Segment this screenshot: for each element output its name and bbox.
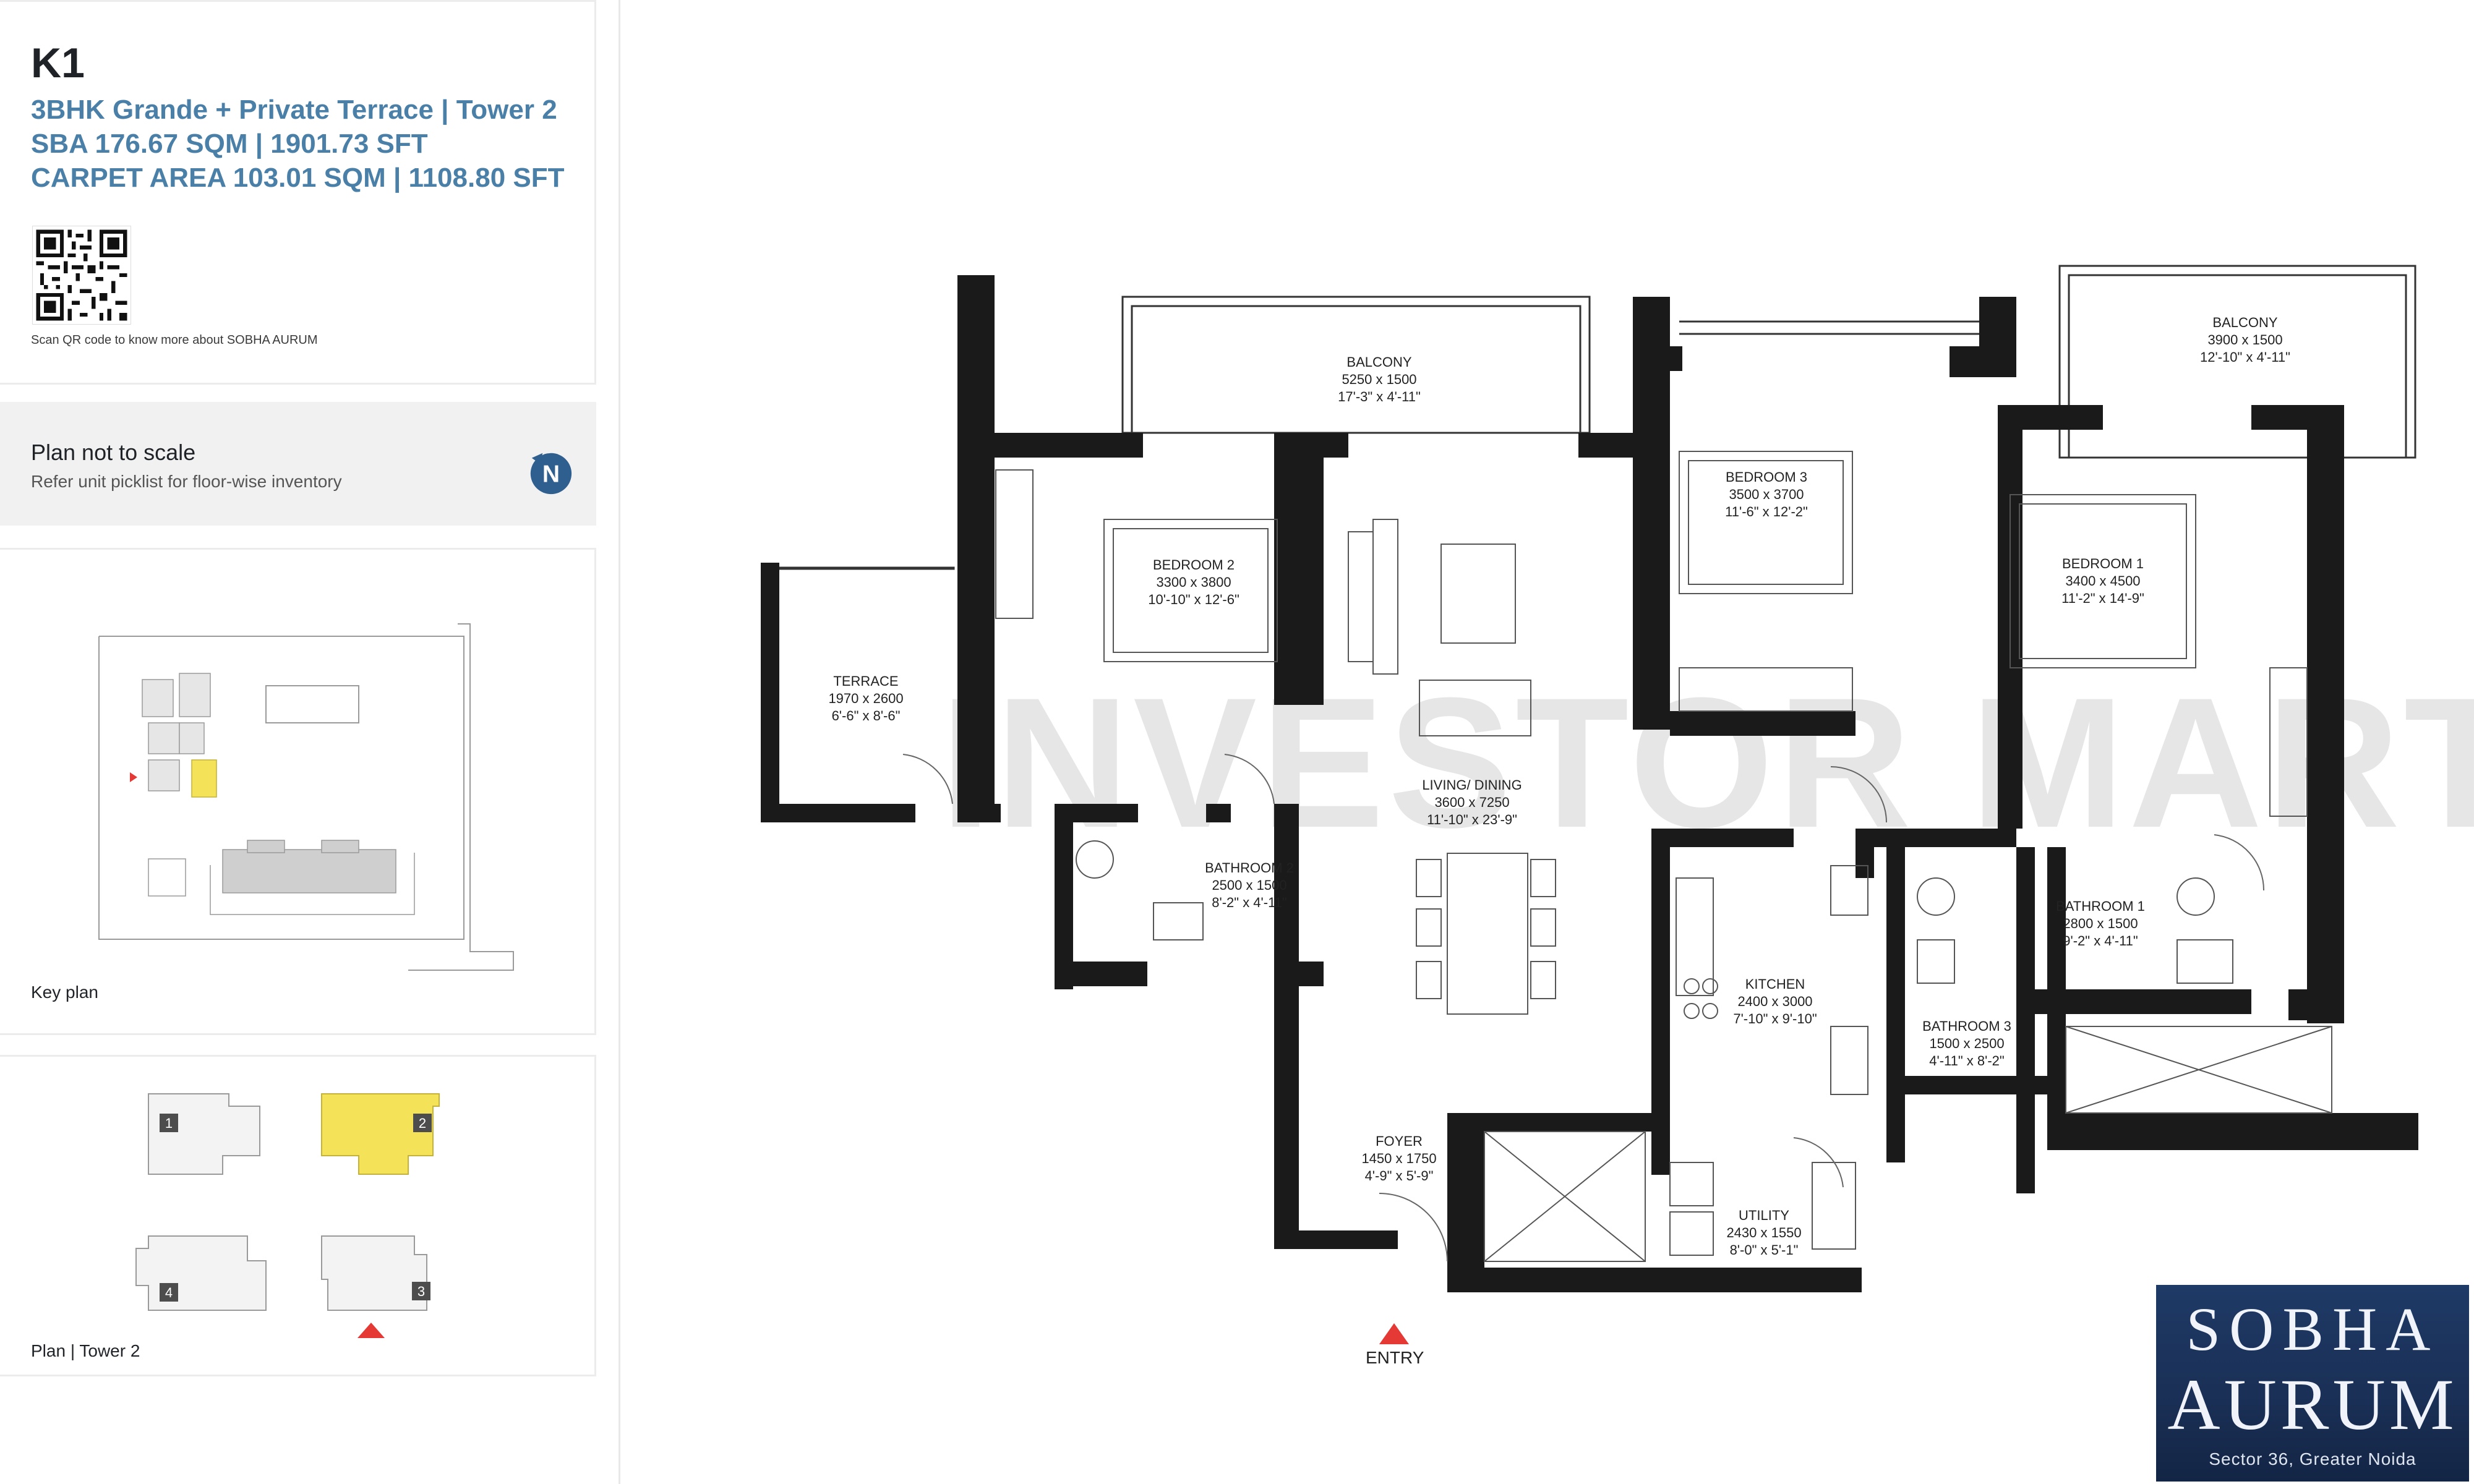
room-bathroom-1: BATHROOM 1 2800 x 1500 9'-2" x 4'-11" <box>2056 898 2145 949</box>
dryer <box>1669 1211 1714 1256</box>
key-plan-label: Key plan <box>31 983 98 1002</box>
key-marker-icon <box>130 772 137 782</box>
scale-note-title: Plan not to scale <box>31 440 196 465</box>
entry-label: ENTRY <box>1366 1348 1424 1367</box>
unit-header-card: K1 3BHK Grande + Private Terrace | Tower… <box>0 0 596 385</box>
room-bathroom-3: BATHROOM 3 1500 x 2500 4'-11" x 8'-2" <box>1922 1018 2011 1068</box>
key-lower-towers <box>222 840 396 893</box>
room-balcony-a: BALCONY 5250 x 1500 17'-3" x 4'-11" <box>1338 354 1421 404</box>
floor-plan <box>761 265 2418 1292</box>
balcony-outlines <box>767 265 2416 570</box>
dining-table <box>1447 853 1528 1015</box>
tower-badge-4: 4 <box>165 1285 173 1300</box>
brand-name-line-1: SOBHA <box>2186 1295 2439 1363</box>
counter-kitchen <box>1676 877 1714 996</box>
bed-3 <box>1679 451 1853 594</box>
info-sidebar: K1 3BHK Grande + Private Terrace | Tower… <box>0 0 620 1484</box>
room-utility: UTILITY 2430 x 1550 8'-0" x 5'-1" <box>1726 1208 1802 1258</box>
wc-2 <box>1076 840 1114 879</box>
bed-1 <box>2010 494 2196 668</box>
tower-entry-marker-icon <box>357 1323 385 1338</box>
entry-marker-icon <box>1379 1323 1409 1344</box>
room-terrace: TERRACE 1970 x 2600 6'-6" x 8'-6" <box>828 673 904 723</box>
tower-badge-3: 3 <box>417 1284 425 1299</box>
tower-plan-label: Plan | Tower 2 <box>31 1341 140 1360</box>
basin-2 <box>1153 902 1204 940</box>
basin-1 <box>2177 939 2233 984</box>
room-foyer: FOYER 1450 x 1750 4'-9" x 5'-9" <box>1361 1133 1437 1183</box>
brand-location: Sector 36, Greater Noida <box>2209 1449 2416 1469</box>
unit-code: K1 <box>31 40 85 87</box>
sink-kitchen <box>1830 1026 1868 1095</box>
tower-unit-1 <box>148 1093 260 1175</box>
key-plan-diagram <box>98 623 514 971</box>
sba-area: SBA 176.67 SQM | 1901.73 SFT <box>31 129 428 159</box>
unit-badges: 1 2 3 4 <box>160 1114 432 1302</box>
room-bedroom-2: BEDROOM 2 3300 x 3800 10'-10" x 12'-6" <box>1148 557 1239 607</box>
wc-1 <box>2177 877 2215 916</box>
tower-badge-1: 1 <box>165 1115 173 1131</box>
tower-unit-2 <box>321 1093 440 1175</box>
room-bedroom-1: BEDROOM 1 3400 x 4500 11'-2" x 14'-9" <box>2061 556 2144 606</box>
wc-3 <box>1917 877 1955 916</box>
room-living-dining: LIVING/ DINING 3600 x 7250 11'-10" x 23'… <box>1422 777 1522 827</box>
qr-caption: Scan QR code to know more about SOBHA AU… <box>31 333 318 347</box>
wardrobe-1 <box>2269 667 2308 817</box>
key-tower-cluster <box>142 673 217 798</box>
tower-unit-4 <box>135 1235 267 1311</box>
scale-note-subtitle: Refer unit picklist for floor-wise inven… <box>31 472 342 491</box>
utility-sink <box>1812 1162 1856 1250</box>
door-swings <box>902 754 2265 1262</box>
scale-note-card: Plan not to scale Refer unit picklist fo… <box>0 402 596 526</box>
fridge <box>1830 865 1868 916</box>
fixtures <box>995 451 2308 1256</box>
wardrobe-2 <box>995 469 1034 619</box>
coffee-table <box>1440 544 1516 644</box>
room-bedroom-3: BEDROOM 3 3500 x 3700 11'-6" x 12'-2" <box>1725 469 1808 519</box>
wardrobe-3 <box>1679 667 1853 712</box>
carpet-area: CARPET AREA 103.01 SQM | 1108.80 SFT <box>31 163 565 193</box>
tower-badge-2: 2 <box>419 1115 426 1131</box>
qr-code-icon[interactable] <box>32 226 131 325</box>
unit-type: 3BHK Grande + Private Terrace | Tower 2 <box>31 95 557 125</box>
bed-2 <box>1103 519 1278 662</box>
armchair <box>1419 680 1531 736</box>
tower-unit-3 <box>321 1235 427 1311</box>
room-balcony-b: BALCONY 3900 x 1500 12'-10" x 4'-11" <box>2200 315 2290 365</box>
key-plan-card: Key plan <box>0 548 596 1035</box>
brand-name-line-2: AURUM <box>2167 1364 2458 1445</box>
room-bathroom-2: BATHROOM 2 2500 x 1500 8'-2" x 4'-11" <box>1205 860 1294 910</box>
room-kitchen: KITCHEN 2400 x 3000 7'-10" x 9'-10" <box>1733 976 1817 1026</box>
key-building-block <box>265 685 359 723</box>
tower-plan-diagram: 1 2 3 4 <box>135 1093 440 1338</box>
tower-plan-card: 1 2 3 4 Plan | Tower 2 <box>0 1055 596 1376</box>
washer <box>1669 1162 1714 1206</box>
walls <box>761 275 2418 1292</box>
brand-logo: SOBHA AURUM Sector 36, Greater Noida <box>2156 1285 2469 1482</box>
north-compass-icon: N <box>530 453 572 495</box>
north-letter: N <box>542 461 560 488</box>
sofa <box>1348 531 1374 662</box>
basin-3 <box>1917 939 1955 984</box>
shafts <box>1484 1026 2332 1262</box>
